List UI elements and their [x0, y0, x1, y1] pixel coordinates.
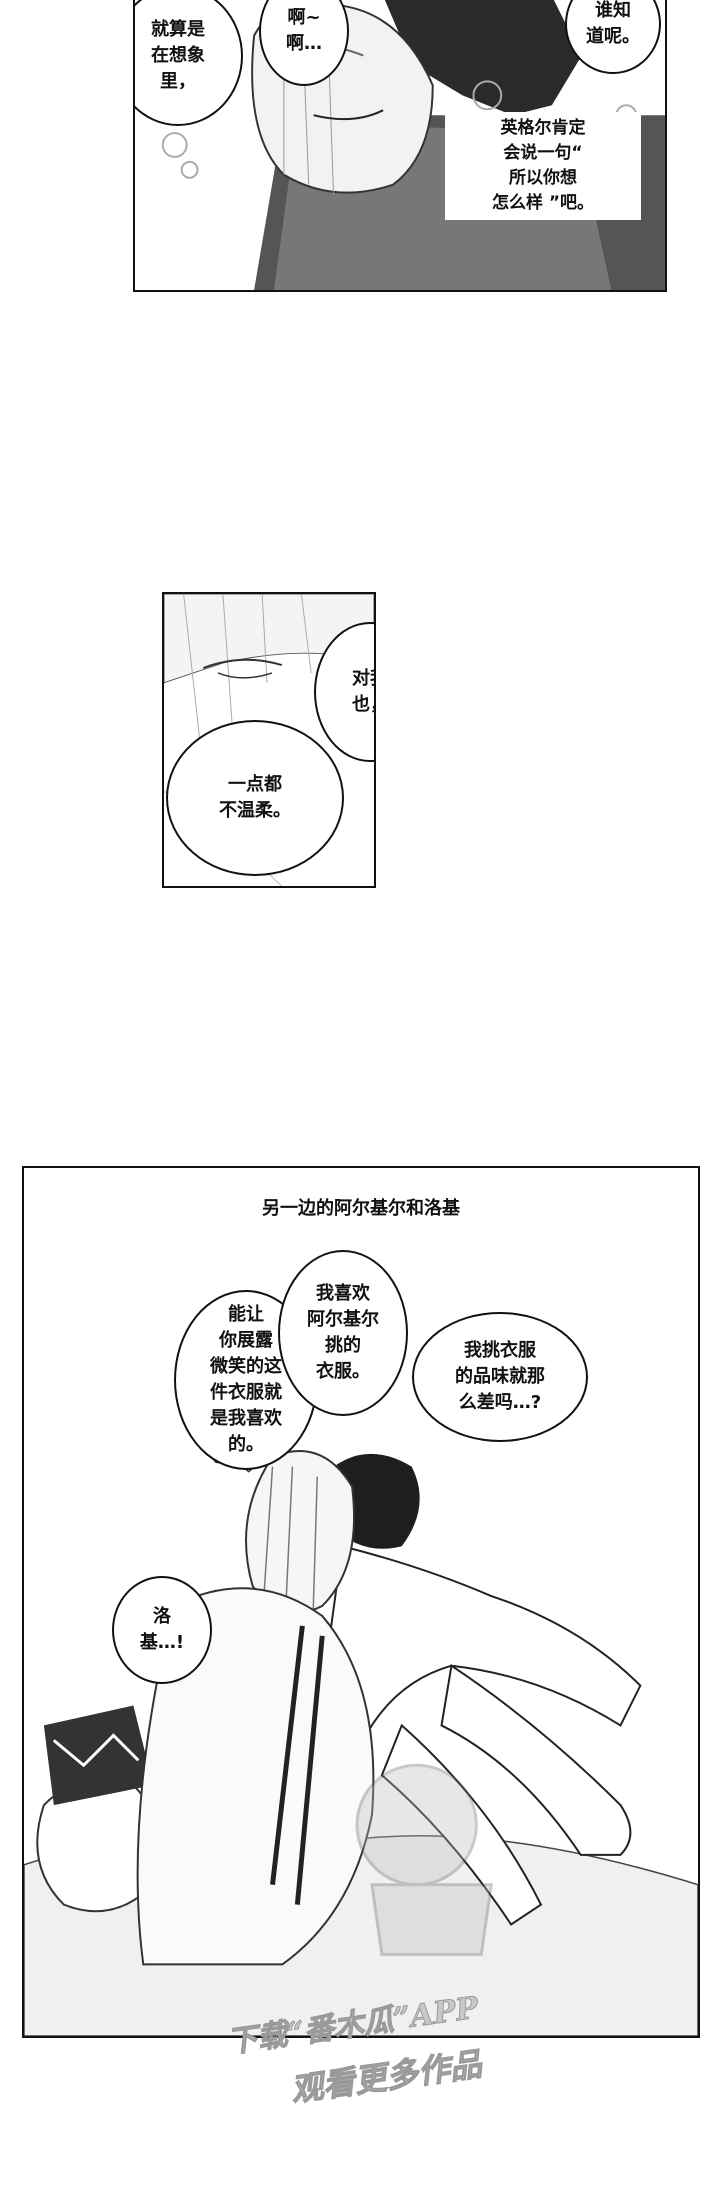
speech-bubble-right-text: 我挑衣服 的品味就那 么差吗…? [455, 1340, 545, 1413]
speech-bubble-lower: 洛 基…! [112, 1576, 212, 1684]
manga-panel-2: 对我 也， 一点都 不温柔。 [162, 592, 376, 888]
speech-bubble-bottom-text: 一点都 不温柔。 [219, 774, 291, 821]
watermark-line-2: 观看更多作品 [288, 2044, 485, 2110]
speech-bubble-middle: 啊~ 啊… [259, 0, 349, 86]
speech-bubble-right-text: 谁知 道呢。 [586, 0, 640, 47]
scene-caption: 另一边的阿尔基尔和洛基 [262, 1198, 460, 1219]
speech-bubble-bottom: 一点都 不温柔。 [166, 720, 344, 876]
speech-bubble-left-text: 能让 你展露 微笑的这 件衣服就 是我喜欢 的。 [210, 1304, 282, 1455]
speech-bubble-lower-text: 洛 基…! [139, 1606, 185, 1653]
speech-bubble-middle-text: 啊~ 啊… [286, 7, 322, 54]
manga-panel-3: 另一边的阿尔基尔和洛基 能让 你展露 微笑的这 件衣服就 是我喜欢 的。 我喜欢… [22, 1166, 700, 2038]
narration-box: 英格尔肯定 会说一句“ 所以你想 怎么样 ”吧。 [445, 112, 641, 220]
speech-bubble-middle-text: 我喜欢 阿尔基尔 挑的 衣服。 [307, 1283, 379, 1382]
speech-bubble-middle: 我喜欢 阿尔基尔 挑的 衣服。 [278, 1250, 408, 1416]
speech-bubble-right: 我挑衣服 的品味就那 么差吗…? [412, 1312, 588, 1442]
speech-bubble-left-text: 就算是 在想象 里， [151, 19, 205, 92]
manga-panel-1: 就算是 在想象 里， 啊~ 啊… 谁知 道呢。 英格尔肯定 会说一句“ 所以你想… [133, 0, 667, 292]
speech-bubble-top-text: 对我 也， [352, 668, 374, 715]
